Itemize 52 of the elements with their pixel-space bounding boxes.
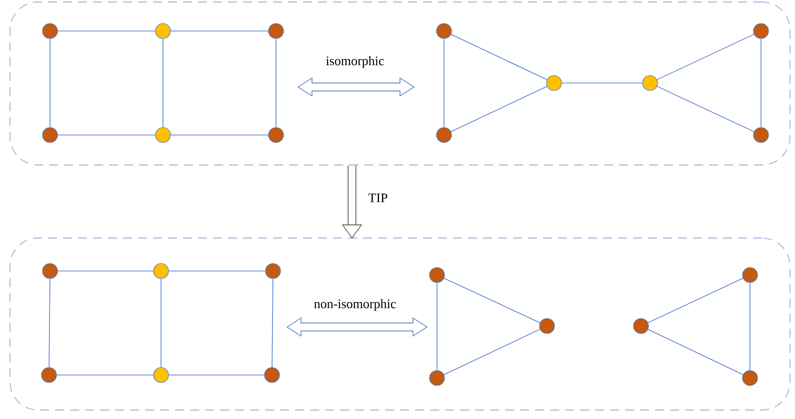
arrow-label: non-isomorphic	[314, 299, 396, 311]
graph-vertex	[153, 367, 169, 383]
graph-edge	[450, 86, 548, 132]
graph-vertex	[539, 318, 555, 334]
graph-edge	[160, 278, 162, 368]
graph-vertex	[436, 23, 452, 39]
graph-vertex	[153, 263, 169, 279]
graph-edge	[162, 38, 164, 128]
graph-vertex	[633, 318, 649, 334]
graph-edge	[48, 278, 50, 368]
graph-vertex	[642, 75, 658, 91]
graph-edge	[656, 86, 754, 132]
arrow-label: isomorphic	[326, 56, 384, 68]
graph-vertex	[42, 263, 58, 279]
graph-edge	[57, 30, 156, 32]
graph-edge	[450, 34, 548, 80]
graph-edge	[272, 278, 274, 368]
graph-vertex	[436, 127, 452, 143]
edge-label: TIP	[368, 194, 388, 202]
dashed-panel	[10, 238, 790, 410]
graph-vertex	[41, 367, 57, 383]
graph-edge	[648, 328, 744, 376]
graph-vertex	[753, 127, 769, 143]
graph-vertex	[265, 263, 281, 279]
graph-vertex	[742, 267, 758, 283]
graph-edge	[436, 282, 438, 371]
graph-edge	[57, 270, 154, 272]
graph-vertex	[155, 127, 171, 143]
graph-edge	[170, 134, 269, 136]
graph-edge	[656, 34, 754, 80]
graph-edge	[168, 270, 266, 272]
graph-vertex	[155, 23, 171, 39]
graph-vertex	[429, 370, 445, 386]
graph-vertex	[42, 127, 58, 143]
graph-vertex	[42, 23, 58, 39]
graph-edge	[168, 374, 265, 376]
graph-edge	[57, 134, 156, 136]
graph-vertex	[753, 23, 769, 39]
graph-vertex	[742, 370, 758, 386]
graph-vertex	[429, 267, 445, 283]
graph-edge	[444, 328, 540, 376]
dashed-panel	[10, 2, 790, 166]
graph-vertex	[264, 367, 280, 383]
graph-vertex	[268, 23, 284, 39]
graph-edge	[760, 38, 762, 128]
graph-edge	[561, 82, 643, 84]
graph-vertex	[268, 127, 284, 143]
graph-edge	[170, 30, 269, 32]
graph-edge	[648, 278, 744, 324]
graph-edge	[444, 278, 540, 324]
graph-vertex	[546, 75, 562, 91]
graph-edge	[56, 374, 154, 376]
